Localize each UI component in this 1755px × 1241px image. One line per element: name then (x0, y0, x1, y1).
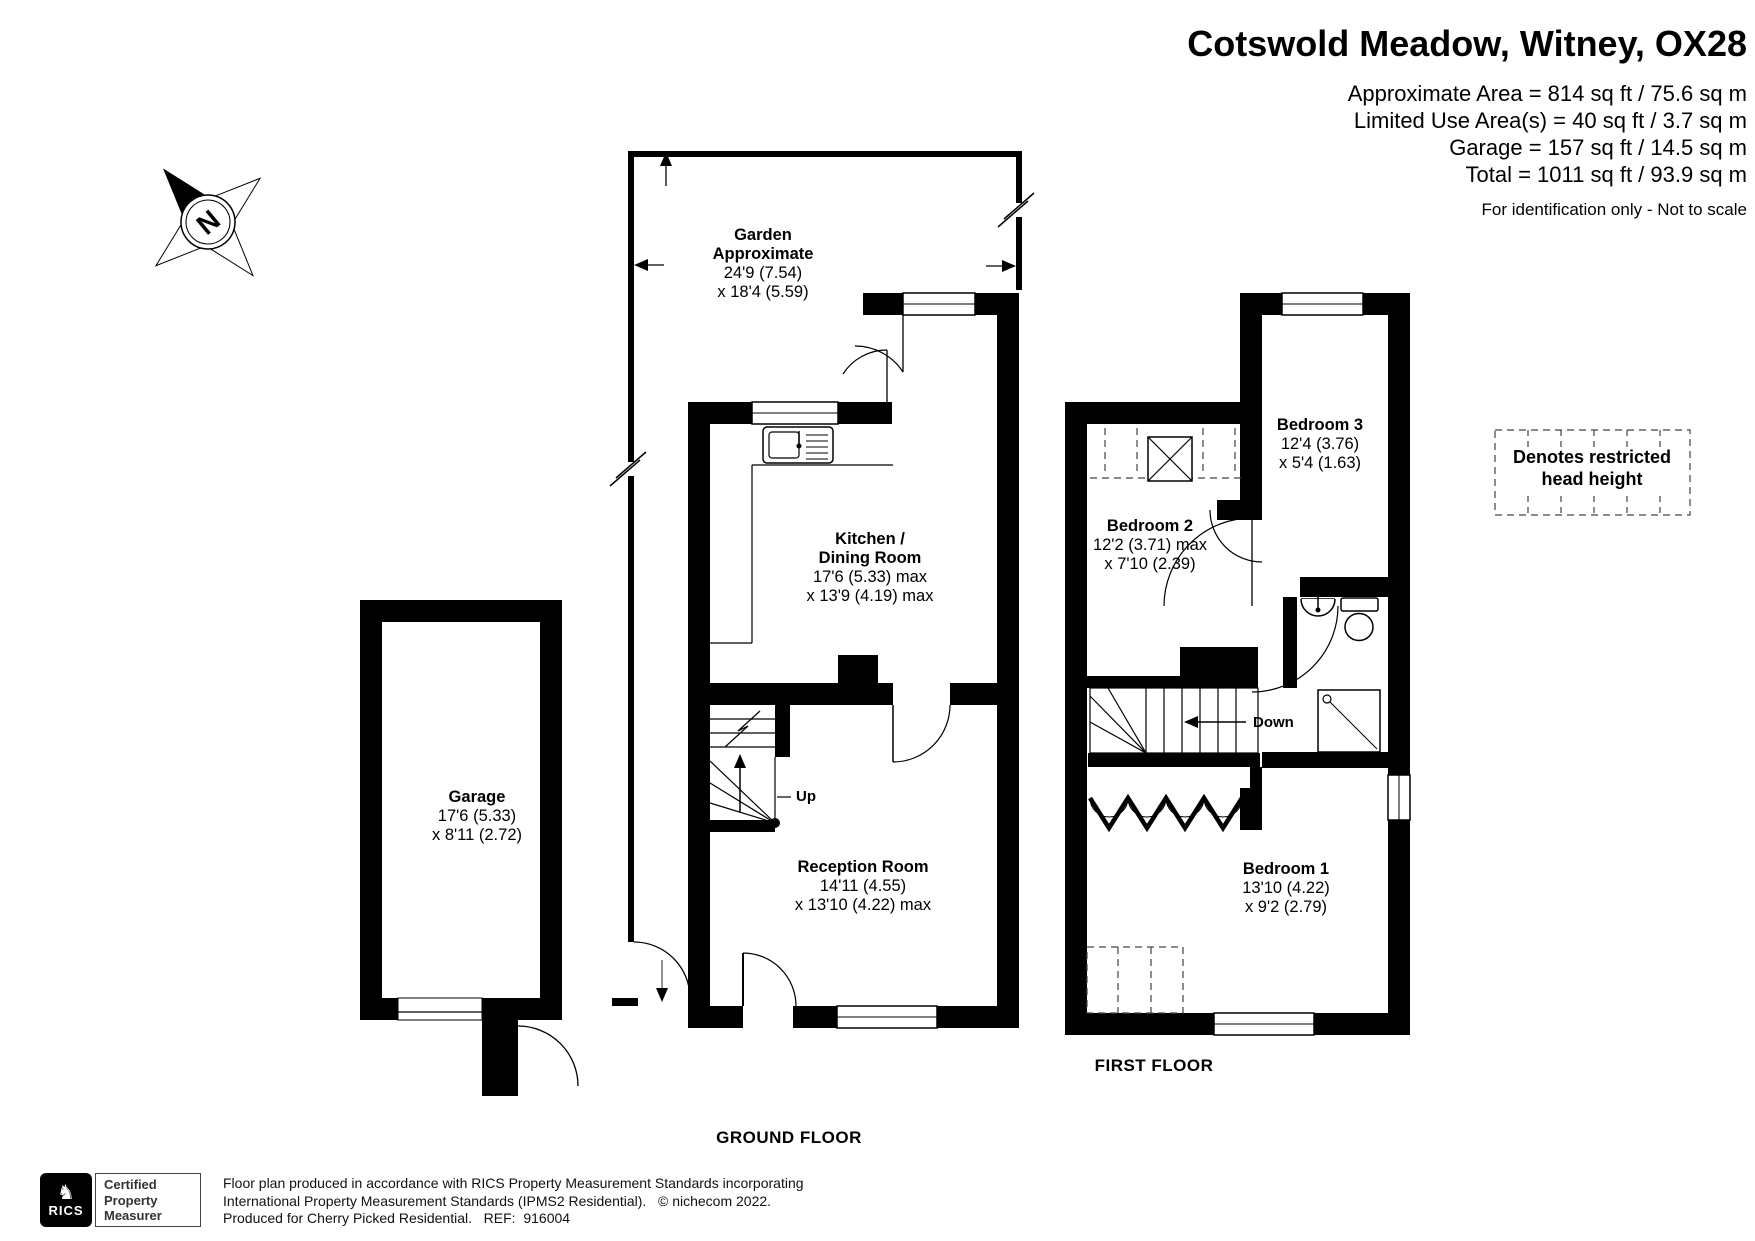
toilet-icon (1340, 597, 1379, 642)
footer-line: Produced for Cherry Picked Residential. … (223, 1210, 571, 1226)
bedroom2-label: Bedroom 2 12'2 (3.71) max x 7'10 (2.39) (1092, 517, 1208, 573)
rics-lion-icon: ♞ (57, 1181, 75, 1204)
badge-line: Certified (104, 1177, 157, 1192)
reception-label: Reception Room 14'11 (4.55) x 13'10 (4.2… (794, 858, 932, 914)
dining-rear-window (902, 292, 976, 316)
shower-icon (1317, 689, 1381, 753)
bathroom-basin-icon (1300, 597, 1336, 617)
landing-side-window (1387, 774, 1411, 821)
bedroom1-label: Bedroom 1 13'10 (4.22) x 9'2 (2.79) (1242, 860, 1330, 916)
footer-line: International Property Measurement Stand… (223, 1192, 772, 1209)
stairs-up-label: Up (796, 788, 816, 805)
first-floor-plan (1065, 292, 1411, 1036)
restricted-height-boxes (1086, 946, 1184, 1014)
rics-logo-text: RICS (48, 1202, 84, 1218)
kitchen-sink-icon (762, 426, 834, 464)
kitchen-label: Kitchen / Dining Room 17'6 (5.33) max x … (806, 530, 934, 605)
area-line: Approximate Area = 814 sq ft / 75.6 sq m (1347, 81, 1747, 106)
stairs-up (709, 705, 791, 832)
area-line: Total = 1011 sq ft / 93.9 sq m (1465, 162, 1747, 187)
front-door (742, 952, 797, 1007)
reception-front-window (836, 1005, 938, 1029)
compass-icon: N (154, 168, 262, 277)
garden-label: Garden Approximate 24'9 (7.54) x 18'4 (5… (712, 226, 814, 301)
internal-door (892, 704, 951, 763)
garage-label: Garage 17'6 (5.33) x 8'11 (2.72) (432, 788, 522, 844)
kitchen-window (751, 401, 839, 425)
bedroom3-window (1281, 292, 1364, 316)
badge-line: Property (104, 1192, 158, 1208)
garden-gate (612, 941, 691, 1006)
footer: ♞ RICS Certified Property Measurer Floor… (40, 1173, 804, 1228)
french-doors (842, 315, 904, 402)
garden-outline (609, 151, 1035, 1006)
page-title: Cotswold Meadow, Witney, OX28 (1187, 23, 1747, 64)
garage-door (397, 997, 483, 1021)
footer-disclaimer: Floor plan produced in accordance with R… (223, 1173, 804, 1228)
ground-floor-plan (688, 292, 1019, 1029)
kitchen-counter (710, 464, 893, 644)
first-floor-title: FIRST FLOOR (1094, 1056, 1214, 1075)
restricted-height-legend-box (1494, 429, 1691, 516)
area-summary: Approximate Area = 814 sq ft / 75.6 sq m… (1187, 80, 1747, 188)
stairs-down-label: Down (1253, 714, 1294, 731)
restricted-height-legend: Denotes restricted head height (1512, 447, 1672, 489)
badge-line: Measurer (104, 1208, 162, 1223)
garage-plan (360, 600, 579, 1096)
stairs-down (1089, 687, 1259, 754)
header: Cotswold Meadow, Witney, OX28 Approximat… (1187, 24, 1747, 220)
certified-measurer-badge: Certified Property Measurer (95, 1173, 201, 1227)
bedroom3-label: Bedroom 3 12'4 (3.76) x 5'4 (1.63) (1276, 416, 1364, 472)
landing-doors (1163, 509, 1339, 693)
garden-dimension-arrows (634, 152, 1016, 272)
disclaimer-note: For identification only - Not to scale (1481, 200, 1747, 219)
bedroom1-window (1213, 1012, 1315, 1036)
footer-line: Floor plan produced in accordance with R… (223, 1175, 804, 1191)
area-line: Limited Use Area(s) = 40 sq ft / 3.7 sq … (1353, 108, 1747, 133)
area-line: Garage = 157 sq ft / 14.5 sq m (1449, 135, 1747, 160)
garage-side-gate (482, 1020, 579, 1096)
rooflight-icon (1147, 436, 1193, 482)
ground-floor-title: GROUND FLOOR (716, 1128, 862, 1147)
wardrobe-bifold-doors (1088, 793, 1244, 833)
rics-logo: ♞ RICS (40, 1173, 92, 1227)
